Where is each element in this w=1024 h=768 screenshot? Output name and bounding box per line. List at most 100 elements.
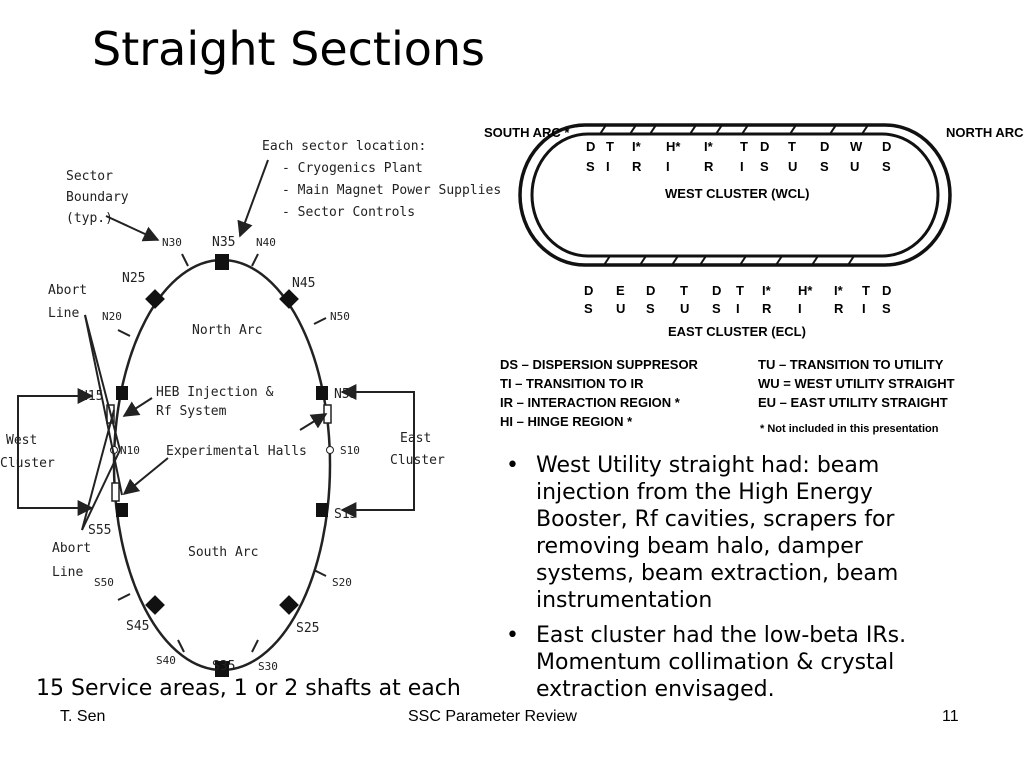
shaft-N45 [279, 289, 299, 309]
east-bottom-letter-2: S [646, 301, 655, 316]
shaft-S15 [316, 503, 328, 517]
label-S35: S35 [212, 659, 235, 674]
west-cluster-label: WEST CLUSTER (WCL) [665, 186, 809, 201]
label-N40: N40 [256, 236, 276, 249]
east-cluster-2: Cluster [390, 453, 445, 468]
note-1: - Cryogenics Plant [282, 161, 423, 176]
label-S15: S15 [334, 507, 357, 522]
shaft-S35 [215, 661, 229, 677]
hall-west-lower [111, 482, 120, 502]
west-bottom-letter-0: S [586, 159, 595, 174]
label-N15: N15 [80, 389, 103, 404]
shaft-N25 [145, 289, 165, 309]
west-top-letter-5: T [740, 139, 748, 154]
note-3: - Sector Controls [282, 205, 415, 220]
point-S10 [326, 446, 334, 454]
east-bottom-letter-4: S [712, 301, 721, 316]
collider-ring [112, 258, 332, 672]
east-top-letter-8: I* [834, 283, 844, 298]
footer-title: SSC Parameter Review [408, 708, 577, 725]
label-N55: N55 [334, 387, 357, 402]
east-bottom-letter-3: U [680, 301, 689, 316]
label-N35: N35 [212, 235, 235, 250]
abort-bottom-1: Abort [52, 541, 91, 556]
track-inner [530, 132, 940, 258]
label-N25: N25 [122, 271, 145, 286]
legend-tu: TU – TRANSITION TO UTILITY [758, 357, 944, 372]
label-N45: N45 [292, 276, 315, 291]
label-N30: N30 [162, 236, 182, 249]
west-top-letter-3: H* [666, 139, 681, 154]
south-arc-label-top: SOUTH ARC * [484, 125, 570, 140]
east-bottom-letter-5: I [736, 301, 740, 316]
sector-boundary-3: (typ.) [66, 211, 113, 226]
east-bottom-letter-10: S [882, 301, 891, 316]
west-bottom-letter-9: U [850, 159, 859, 174]
footer-page-number: 11 [942, 708, 959, 725]
abort-bottom-2: Line [52, 565, 83, 580]
east-cluster-1: East [400, 431, 431, 446]
label-N10: N10 [120, 444, 140, 457]
track-outer [518, 123, 952, 267]
slide-title: Straight Sections [92, 22, 485, 76]
label-S25: S25 [296, 621, 319, 636]
legend-ir: IR – INTERACTION REGION * [500, 395, 681, 410]
east-bottom-letter-7: I [798, 301, 802, 316]
east-bottom-letter-0: S [584, 301, 593, 316]
east-top-letter-2: D [646, 283, 655, 298]
notes-header: Each sector location: [262, 139, 426, 154]
shaft-N55 [316, 386, 328, 400]
west-top-letter-1: T [606, 139, 614, 154]
west-bottom-letter-2: R [632, 159, 642, 174]
east-top-letter-1: E [616, 283, 625, 298]
east-top-letter-0: D [584, 283, 593, 298]
west-bottom-letter-8: S [820, 159, 829, 174]
east-top-letter-5: T [736, 283, 744, 298]
note-2: - Main Magnet Power Supplies [282, 183, 501, 198]
north-arc-label-top: NORTH ARC * [946, 125, 1024, 140]
legend-hi: HI – HINGE REGION * [500, 414, 633, 429]
east-cluster-label: EAST CLUSTER (ECL) [668, 324, 806, 339]
legend-ti: TI – TRANSITION TO IR [500, 376, 644, 391]
west-cluster-2: Cluster [0, 456, 55, 471]
west-top-letter-8: D [820, 139, 829, 154]
east-top-letter-7: H* [798, 283, 813, 298]
sector-boundary-2: Boundary [66, 190, 129, 205]
label-S55: S55 [88, 523, 111, 538]
bullet-item: •East cluster had the low-beta IRs. Mome… [506, 623, 907, 702]
west-cluster-1: West [6, 433, 37, 448]
west-bottom-letter-3: I [666, 159, 670, 174]
east-top-letter-3: T [680, 283, 688, 298]
west-bottom-letter-1: I [606, 159, 610, 174]
label-N50: N50 [330, 310, 350, 323]
west-bottom-letter-5: I [740, 159, 744, 174]
exp-halls-label: Experimental Halls [166, 444, 307, 459]
abort-top-2: Line [48, 306, 79, 321]
north-arc-label: North Arc [192, 323, 262, 338]
sector-boundary-1: Sector [66, 169, 113, 184]
abort-top-1: Abort [48, 283, 87, 298]
west-top-letter-9: W [850, 139, 863, 154]
legend-note: * Not included in this presentation [760, 423, 939, 435]
east-bottom-letter-8: R [834, 301, 844, 316]
legend-wu: WU = WEST UTILITY STRAIGHT [758, 376, 955, 391]
west-bottom-letter-7: U [788, 159, 797, 174]
east-top-letter-10: D [882, 283, 891, 298]
legend-eu: EU – EAST UTILITY STRAIGHT [758, 395, 948, 410]
shaft-S25 [279, 595, 299, 615]
label-S45: S45 [126, 619, 149, 634]
west-top-letter-2: I* [632, 139, 642, 154]
label-N20: N20 [102, 310, 122, 323]
east-bottom-letter-1: U [616, 301, 625, 316]
bullet-list: •West Utility straight had: beam injecti… [500, 452, 940, 711]
heb-label-2: Rf System [156, 404, 227, 419]
west-top-letter-4: I* [704, 139, 714, 154]
label-S40: S40 [156, 654, 176, 667]
label-S20: S20 [332, 576, 352, 589]
west-top-letter-7: T [788, 139, 796, 154]
west-bottom-letter-10: S [882, 159, 891, 174]
caption: 15 Service areas, 1 or 2 shafts at each [36, 676, 461, 701]
west-bottom-letter-6: S [760, 159, 769, 174]
east-top-letter-4: D [712, 283, 721, 298]
